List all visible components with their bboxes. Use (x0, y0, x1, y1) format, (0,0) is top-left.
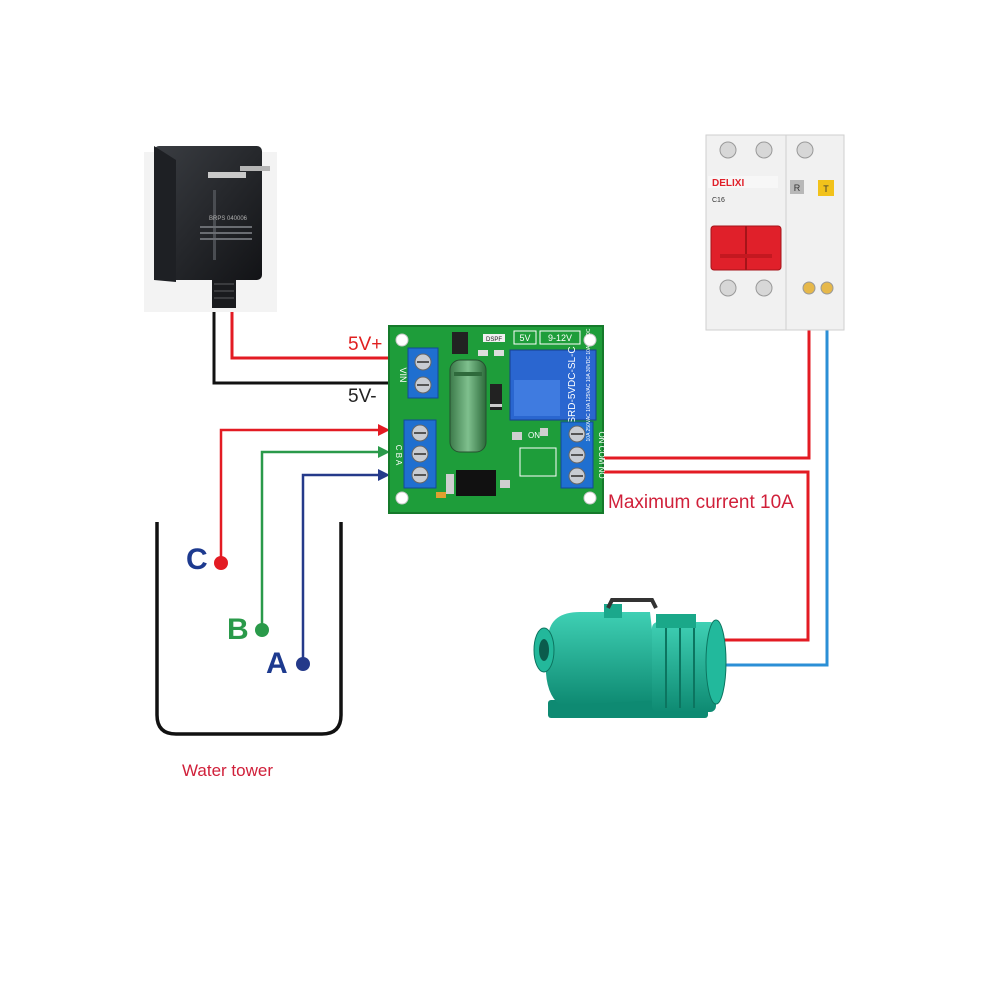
water-tower-tank (155, 522, 343, 736)
water-pump (533, 598, 727, 718)
led-on-label: ON (528, 431, 540, 440)
label-probe-a: A (266, 647, 288, 680)
relay-model: SRD-5VDC-SL-C (567, 346, 578, 423)
arrow-probe-a (378, 469, 390, 481)
probe-dot-a (296, 657, 310, 671)
wire-5v-negative (212, 310, 390, 385)
wire-no-to-pump (600, 470, 810, 642)
wire-5v-positive (230, 310, 390, 360)
breaker-t-label: T (823, 184, 829, 194)
chip-label: DSPF (486, 337, 502, 343)
relay-component: SRD-5VDC-SL-C (509, 346, 597, 424)
label-5v-positive: 5V+ (348, 334, 383, 355)
label-probe-c: C (186, 543, 208, 576)
circuit-breaker: DELIXI C16 R T (705, 134, 845, 331)
wire-com-to-breaker (600, 298, 811, 460)
output-terminal-block[interactable] (560, 421, 594, 489)
adapter-brand: BRPS 040006 (209, 216, 248, 222)
label-water-tower: Water tower (182, 761, 274, 780)
wire-breaker-to-pump-neutral (714, 298, 829, 667)
label-max-current: Maximum current 10A (608, 492, 794, 513)
power-adapter: BRPS 040006 (144, 146, 277, 312)
breaker-model: C16 (712, 197, 725, 204)
probe-dot-b (255, 623, 269, 637)
label-probe-b: B (227, 613, 249, 646)
cba-label: C B A (394, 445, 403, 466)
probe-terminal-block[interactable] (403, 419, 437, 489)
vin-terminal-block[interactable] (407, 347, 439, 399)
breaker-r-label: R (794, 183, 801, 193)
arrow-probe-b (378, 446, 390, 458)
label-5v-negative: 5V- (348, 386, 377, 407)
output-terminal-label: ON COM NO (597, 431, 606, 478)
wire-probe-c (219, 428, 378, 563)
jumper-5v: 5V (519, 333, 530, 343)
relay-module: VIN C B A DSPF 5V 9-12V SRD-5VDC-SL-C (388, 325, 606, 514)
jumper-9-12v: 9-12V (548, 333, 572, 343)
vin-label: VIN (398, 367, 408, 382)
breaker-brand: DELIXI (712, 178, 744, 189)
wire-probe-a (301, 473, 378, 664)
arrow-probe-c (378, 424, 390, 436)
wire-probe-b (260, 450, 378, 630)
probe-dot-c (214, 556, 228, 570)
